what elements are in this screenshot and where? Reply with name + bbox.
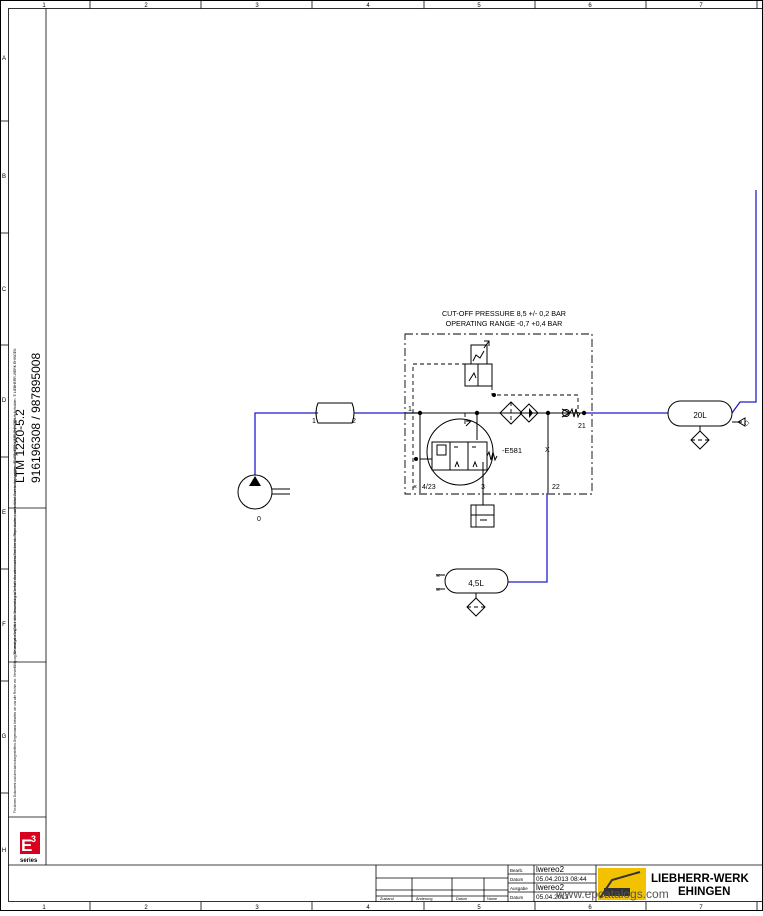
valve-block-enclosure (404, 333, 593, 495)
row-label: F (2, 622, 6, 628)
port-label: 1 (312, 418, 316, 425)
svg-text:×: × (413, 484, 417, 491)
pipe-compressor-to-coupling (254, 412, 318, 475)
tank-4-5l: 4,5L × × (436, 568, 509, 617)
coupling-symbol: 1 2 (312, 402, 356, 425)
e3-logo-label: series (20, 858, 38, 864)
col-label: 4 (366, 905, 370, 911)
solenoid-valve: -E581 1 4/23 3 22 X (408, 406, 560, 491)
row-label: C (2, 287, 7, 293)
tank-20l: 20L ◇ (667, 400, 750, 450)
row-ticks (0, 120, 9, 794)
company-location: EHINGEN (678, 886, 730, 898)
relief-valve-symbol (464, 340, 493, 387)
row-label: B (2, 174, 6, 180)
check-valve: 21 (561, 407, 586, 430)
col-label: 3 (255, 905, 259, 911)
e3-logo-mark (20, 832, 40, 854)
row-label: H (2, 848, 6, 854)
bearb-label: Bearb. (510, 868, 523, 873)
svg-text:×: × (436, 573, 440, 580)
valve-id: -E581 (502, 446, 522, 455)
rev-col-datum: Datum (456, 897, 467, 901)
col-label: 1 (42, 3, 46, 9)
pipe-to-small-tank (508, 493, 548, 583)
port-label: 4/23 (422, 484, 436, 491)
svg-text:×: × (436, 587, 440, 594)
col-label: 7 (699, 3, 703, 9)
port-label: 1 (408, 406, 412, 413)
col-label: 2 (144, 905, 148, 911)
compressor-symbol: 0 (237, 474, 290, 523)
col-label: 4 (366, 3, 370, 9)
row-label: G (2, 734, 7, 740)
port-label: 21 (578, 423, 586, 430)
part-numbers: 916196308 / 987895008 (29, 353, 43, 483)
ausgabe-label: Ausgabe (510, 886, 528, 891)
col-label: 5 (477, 905, 481, 911)
bearb-value: lwereo2 (536, 865, 565, 874)
column-ticks (89, 0, 758, 911)
title-block: Bearb. lwereo2 Datum 05.04.2013 08:44 Au… (375, 865, 597, 902)
filter-elements (499, 401, 539, 425)
model-name: LTM 1220-5.2 (13, 409, 27, 483)
cutoff-pressure-note: CUT-OFF PRESSURE 8,5 +/- 0,2 BAR (442, 309, 566, 318)
datum-value: 05.04.2013 08:44 (536, 876, 587, 883)
rev-col-name: Name (487, 897, 497, 901)
row-label: A (2, 56, 6, 62)
column-labels-bottom: 1 2 3 4 5 6 7 (42, 905, 703, 911)
port-label: X (545, 447, 550, 454)
row-label: D (2, 398, 7, 404)
col-label: 3 (255, 3, 259, 9)
rev-col-zustand: Zustand (380, 897, 394, 901)
pipes (254, 190, 757, 583)
valve-block-internals: × (405, 363, 587, 505)
operating-range-note: OPERATING RANGE -0,7 +0,4 BAR (446, 319, 563, 328)
rev-col-aenderung: Änderung (416, 897, 432, 901)
row-labels: A B C D E F G H (2, 56, 7, 854)
e3-logo: E 3 series (20, 832, 40, 864)
port-label: 3 (481, 484, 485, 491)
tank-volume: 20L (693, 411, 707, 420)
port-label: 2 (352, 418, 356, 425)
ausgabe-value: lwereo2 (536, 883, 565, 892)
row-label: E (2, 510, 6, 516)
company-logo: LIEBHERR-WERK EHINGEN (598, 868, 749, 900)
column-labels-top: 1 2 3 4 5 6 7 (42, 3, 703, 9)
copyright-de: Für dieses Dokument und den darin darges… (13, 418, 17, 813)
pipe-tank-outlet (731, 190, 757, 414)
svg-text:◇: ◇ (744, 420, 750, 427)
datum2-label: Datum (510, 895, 524, 900)
watermark: www.epcatalogs.com (555, 887, 669, 901)
svg-text:E: E (21, 836, 32, 855)
datum2-value: 05.04.2013 (536, 894, 569, 901)
datum-label: Datum (510, 877, 524, 882)
col-label: 1 (42, 905, 46, 911)
company-name: LIEBHERR-WERK (651, 873, 749, 885)
port-label: 0 (257, 516, 261, 523)
port-label: 22 (552, 484, 560, 491)
col-label: 5 (477, 3, 481, 9)
exhaust-silencer (470, 504, 495, 528)
tank-volume: 4,5L (468, 579, 484, 588)
copyright-en: We reserve all rights in this document a… (13, 348, 17, 655)
col-label: 6 (588, 905, 592, 911)
col-label: 2 (144, 3, 148, 9)
col-label: 6 (588, 3, 592, 9)
svg-text:3: 3 (31, 834, 36, 844)
col-label: 7 (699, 905, 703, 911)
